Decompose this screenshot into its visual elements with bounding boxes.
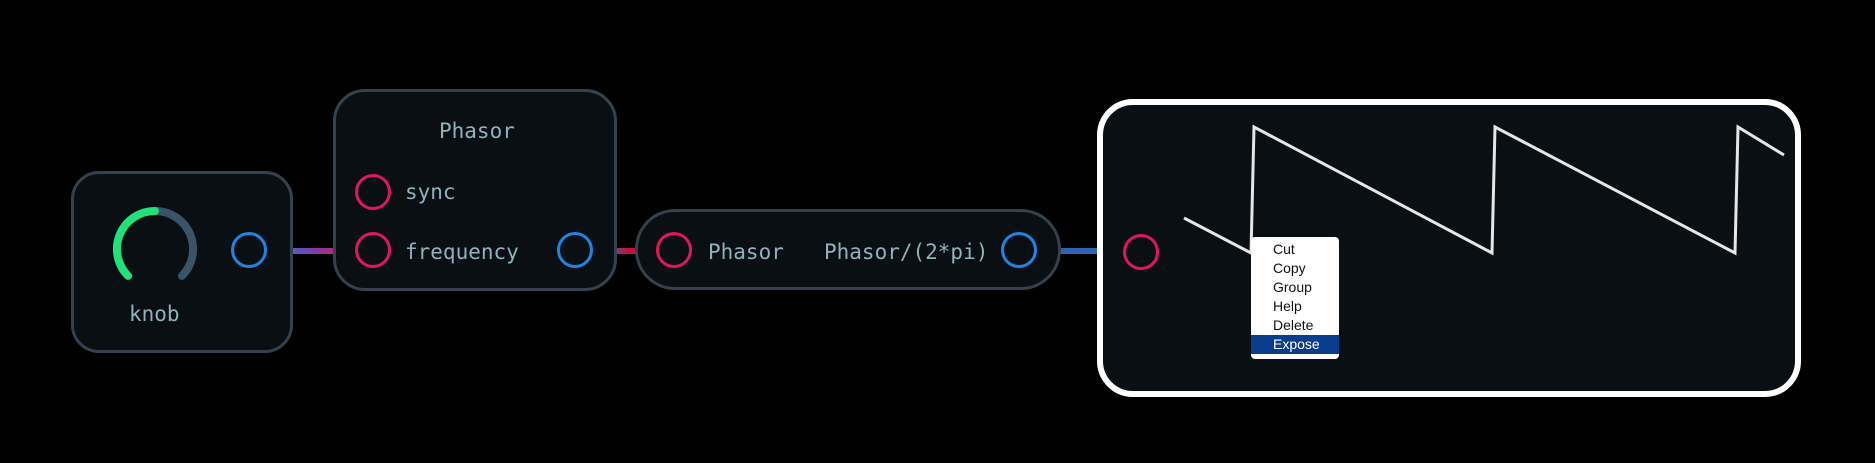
sawtooth-waveform (1183, 124, 1785, 256)
expression-output-label: Phasor/(2*pi) (824, 240, 989, 264)
knob-dial[interactable] (105, 199, 205, 299)
phasor-title: Phasor (439, 119, 515, 143)
menu-item-group[interactable]: Group (1273, 279, 1312, 295)
expression-output-port[interactable] (1001, 232, 1037, 268)
phasor-output-port[interactable] (557, 232, 593, 268)
knob-node[interactable]: knob (71, 171, 293, 353)
phasor-node[interactable]: Phasor sync frequency (333, 89, 617, 291)
expression-input-label: Phasor (708, 240, 784, 264)
knob-value-arc (112, 206, 159, 280)
knob-output-port[interactable] (231, 232, 267, 268)
context-menu: Cut Copy Group Help Delete Expose (1251, 237, 1339, 359)
menu-item-help[interactable]: Help (1273, 298, 1302, 314)
knob-label: knob (129, 302, 180, 326)
wire-knob-to-frequency (268, 248, 355, 254)
wire-phasor-to-expression (594, 248, 662, 254)
menu-item-expose[interactable]: Expose (1251, 335, 1339, 354)
sync-input-port[interactable] (355, 174, 391, 210)
menu-item-copy[interactable]: Copy (1273, 260, 1306, 276)
menu-item-cut[interactable]: Cut (1273, 241, 1295, 257)
scope-node[interactable] (1097, 99, 1801, 397)
expression-node[interactable]: Phasor Phasor/(2*pi) (635, 209, 1061, 290)
frequency-input-port[interactable] (355, 232, 391, 268)
waveform-line (1183, 124, 1785, 256)
menu-item-delete[interactable]: Delete (1273, 317, 1314, 333)
scope-input-port[interactable] (1123, 234, 1159, 270)
sync-input-label: sync (405, 180, 456, 204)
knob-track (151, 206, 198, 280)
expression-input-port[interactable] (656, 232, 692, 268)
wire-expression-to-scope (1037, 248, 1124, 254)
frequency-input-label: frequency (405, 240, 519, 264)
